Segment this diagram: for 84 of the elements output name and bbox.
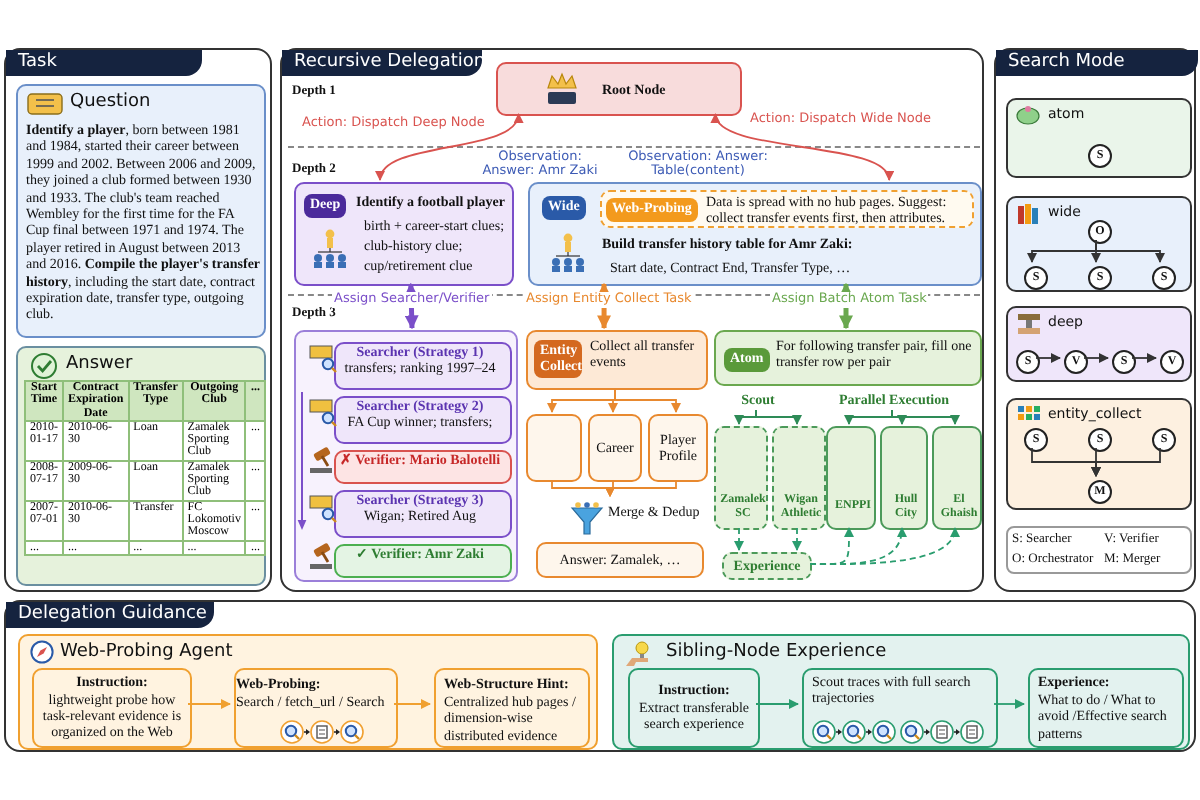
mode-card [1006, 306, 1192, 382]
arrow [377, 113, 521, 181]
role-circle [1088, 266, 1112, 290]
task-box [526, 330, 708, 390]
task-box [714, 330, 982, 386]
role-circle [1088, 428, 1112, 452]
agent-card [18, 634, 598, 750]
hint-box [600, 190, 974, 228]
agent-group-box [294, 330, 518, 582]
arrow [597, 282, 612, 330]
arrow [755, 699, 799, 709]
club-card [932, 426, 982, 530]
searcher-box [334, 342, 512, 390]
role-circle [1088, 480, 1112, 504]
source-box [588, 414, 642, 482]
step-box [802, 668, 998, 748]
arrow [734, 409, 757, 425]
step-box [1028, 668, 1184, 748]
step-box [434, 668, 590, 748]
role-circle [1160, 350, 1184, 374]
arrow [404, 282, 419, 330]
answer-box [536, 542, 704, 578]
club-card [714, 426, 768, 530]
role-circle [1152, 428, 1176, 452]
role-circle [1088, 144, 1112, 168]
arrow [1035, 353, 1061, 363]
deep-node-box [294, 182, 514, 286]
searcher-box [334, 490, 512, 538]
arrow [614, 387, 681, 413]
mode-card [1006, 398, 1192, 510]
role-circle [1016, 350, 1040, 374]
role-circle [1024, 266, 1048, 290]
card-title: Sibling-Node Experience [666, 642, 889, 664]
arrow [891, 409, 960, 425]
arrow [993, 699, 1025, 709]
answer-card [16, 346, 266, 586]
arrow [755, 409, 802, 425]
arrow [713, 113, 891, 181]
arrow [844, 409, 893, 425]
role-circle [1112, 350, 1136, 374]
arrow [1083, 353, 1109, 363]
verifier-box [334, 450, 512, 484]
question-card [16, 84, 266, 338]
role-circle [1152, 266, 1176, 290]
card-title: Answer [66, 354, 135, 376]
club-card [880, 426, 928, 530]
arrow [809, 527, 958, 565]
panel-header: Delegation Guidance [6, 602, 214, 628]
arrow [734, 527, 744, 551]
arrow [792, 527, 802, 551]
role-circle [1024, 428, 1048, 452]
task-panel [4, 48, 272, 592]
arrow [839, 282, 853, 330]
role-circle [1064, 350, 1088, 374]
experience-box [722, 552, 812, 580]
step-box [234, 668, 398, 748]
arrow [1131, 353, 1157, 363]
searcher-box [334, 396, 512, 444]
arrow [1091, 447, 1161, 477]
search-mode-panel [994, 48, 1196, 592]
mode-card [1006, 98, 1192, 178]
arrow [393, 699, 431, 709]
club-card [772, 426, 826, 530]
delegation-panel [280, 48, 984, 592]
step-box [628, 668, 760, 748]
mode-card [1006, 196, 1192, 292]
verifier-box [334, 544, 512, 578]
card-title: Question [70, 92, 153, 114]
panel-header: Recursive Delegation [282, 50, 482, 76]
agent-card [612, 634, 1190, 750]
arrow [605, 479, 677, 497]
step-box [32, 668, 192, 748]
arrow [891, 409, 907, 425]
root-node-box [496, 62, 742, 116]
panel-header: Task [6, 50, 202, 76]
role-circle [1088, 220, 1112, 244]
source-box [526, 414, 582, 482]
guidance-panel [4, 600, 1196, 752]
arrow [187, 699, 231, 709]
panel-header: Search Mode [996, 50, 1198, 76]
club-card [826, 426, 876, 530]
wide-node-box [528, 182, 982, 286]
source-box [648, 414, 708, 482]
card-title: Web-Probing Agent [60, 642, 235, 664]
